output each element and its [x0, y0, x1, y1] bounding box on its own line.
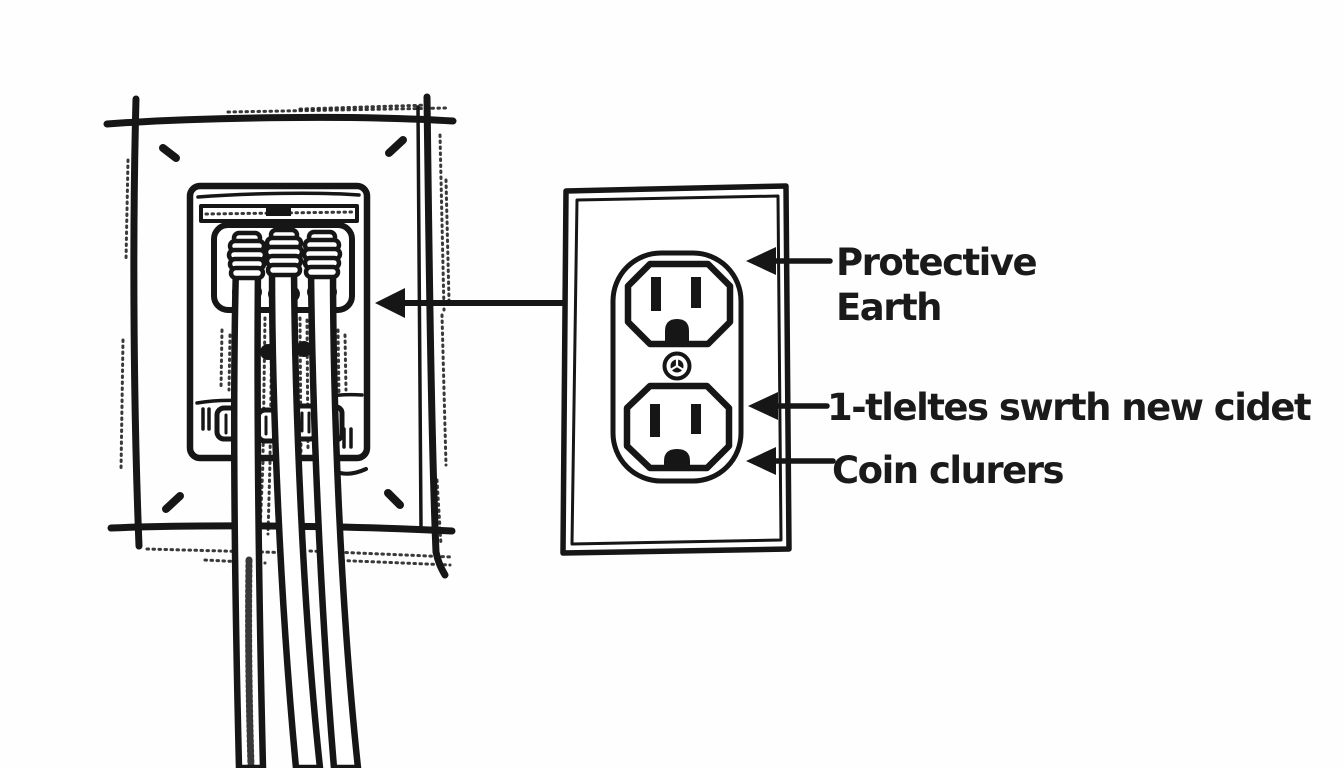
label-protective-earth: Protective Earth — [836, 240, 1038, 330]
lower-socket-slot-right — [691, 404, 701, 434]
lower-socket-slot-left — [650, 404, 660, 437]
coil-left — [226, 230, 268, 281]
lower-socket — [623, 382, 733, 472]
upper-socket-slot-left — [651, 277, 661, 311]
wire-coils — [226, 227, 343, 281]
connector-arrowhead — [375, 288, 405, 318]
arrow-protective-earth — [746, 247, 833, 275]
duplex-outlet-drawing — [560, 183, 792, 556]
coil-middle — [263, 227, 305, 278]
strap-notch — [266, 206, 291, 216]
label-protective-earth-line1: Protective — [836, 241, 1038, 284]
arrow-label-middle — [748, 392, 830, 420]
lower-socket-ground-hole — [664, 449, 690, 470]
wire-middle — [268, 266, 324, 768]
wire-right — [307, 264, 362, 768]
outlet-plate-inner — [570, 194, 783, 546]
label-middle: 1-tleltes swrth new cidet — [827, 386, 1312, 429]
screw-dot-right — [296, 341, 312, 357]
upper-socket — [624, 260, 734, 348]
center-screw — [662, 351, 692, 381]
corner-dash-tr — [385, 136, 407, 157]
corner-dash-tl — [159, 144, 180, 162]
wire-left — [231, 262, 267, 768]
label-protective-earth-line2: Earth — [836, 286, 943, 329]
coil-right — [301, 229, 343, 280]
upper-socket-ground-hole — [665, 319, 689, 342]
corner-dash-bl — [162, 492, 184, 513]
wires — [231, 262, 362, 768]
label-bottom: Coin clurers — [832, 449, 1065, 492]
corner-dash-br — [384, 489, 404, 509]
sketch-outlet-box — [103, 93, 457, 768]
upper-socket-slot-right — [691, 277, 701, 308]
arrow-label-bottom — [746, 447, 836, 475]
